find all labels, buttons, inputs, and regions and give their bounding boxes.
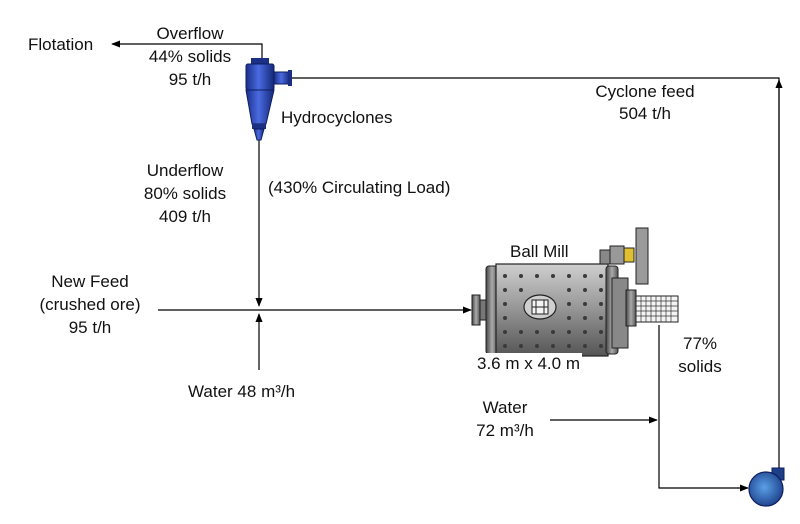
overflow-title: Overflow [156,24,224,43]
mill-discharge-line [658,325,749,492]
flotation-label: Flotation [28,35,94,54]
overflow-solids: 44% solids [148,47,232,66]
new-feed-title: New Feed [51,272,129,291]
cyclone-feed-line [290,77,780,478]
underflow-solids: 80% solids [143,184,227,203]
drive-gear [623,247,635,263]
water-cyclone-label: Water 48 m³/h [188,382,296,401]
underflow-title: Underflow [146,161,224,180]
mill-solids-word: solids [678,357,722,376]
mill-liner-dots [503,274,603,348]
overflow-rate: 95 t/h [168,70,212,89]
underflow-rate: 409 t/h [159,207,211,226]
overflow-line [111,40,263,60]
new-feed-rate: 95 t/h [68,318,112,337]
new-feed-desc: (crushed ore) [39,295,141,314]
ball-mill-size: 3.6 m x 4.0 m [475,353,582,374]
water-pump-rate: 72 m³/h [476,421,534,440]
mill-solids-pct: 77% [682,334,718,353]
trommel-screen [635,295,679,323]
cyclone-feed-rate: 504 t/h [619,104,671,123]
ball-mill [471,227,679,357]
water-pump-title: Water [482,398,528,417]
slurry-pump [748,467,785,507]
cyclone-feed-title: Cyclone feed [595,82,695,101]
hydrocyclones-label: Hydrocyclones [281,108,393,127]
hydrocyclone [245,58,292,141]
flow-lines [111,40,783,492]
circulating-load-label: (430% Circulating Load) [268,178,451,197]
drive-motor [635,227,649,285]
ball-mill-label: Ball Mill [510,242,569,261]
